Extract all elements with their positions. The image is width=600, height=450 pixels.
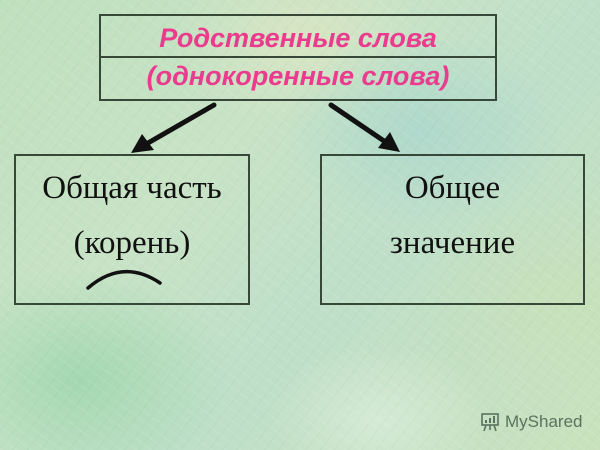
title-divider [101, 56, 495, 58]
common-meaning-label-1: Общее [404, 170, 501, 206]
watermark-label: MyShared [505, 412, 583, 431]
common-meaning-label-2: значение [389, 225, 516, 261]
arrow-down-right-icon [328, 102, 400, 152]
root-arc-icon [86, 270, 162, 290]
title-line-1: Родственные слова [159, 23, 437, 53]
presentation-chart-icon [481, 413, 499, 432]
root-label: (корень) [73, 225, 191, 261]
arrow-down-left-icon [131, 102, 217, 153]
common-part-label: Общая часть [42, 170, 222, 206]
common-meaning-box: Общее значение [320, 154, 585, 305]
title-line-2: (однокоренные слова) [146, 61, 450, 91]
watermark: MyShared [480, 410, 582, 434]
common-part-box: Общая часть (корень) [14, 154, 250, 305]
title-box: Родственные слова (однокоренные слова) [99, 14, 497, 101]
